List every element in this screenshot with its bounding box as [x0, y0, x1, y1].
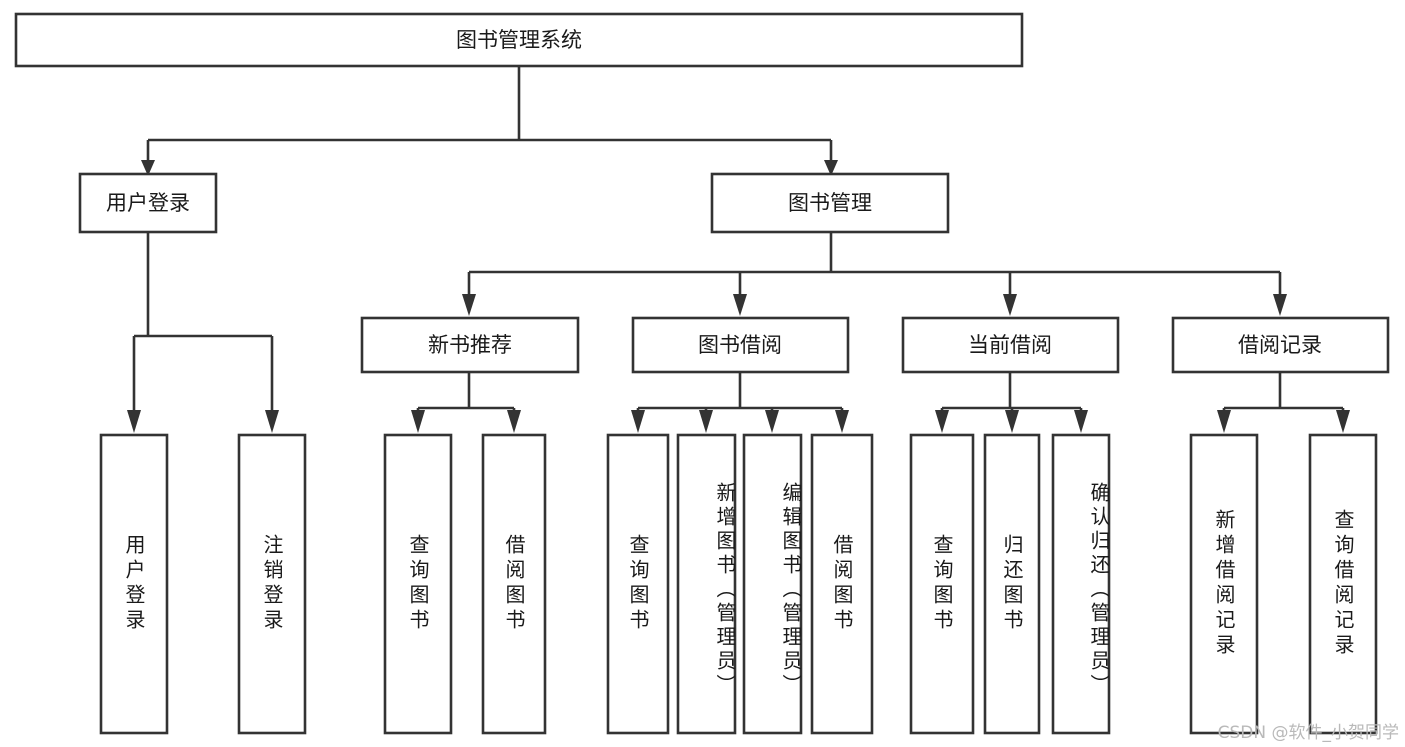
- arrow-new-book-recommend: [462, 294, 476, 316]
- node-leaf-logout-login[interactable]: 注销登录: [237, 433, 307, 735]
- node-leaf-query-book-3[interactable]: 查询图书: [909, 433, 975, 735]
- node-current-borrow-rect[interactable]: [901, 316, 1120, 374]
- arrow-leaf-borrow-book-2: [835, 410, 849, 433]
- node-new-book-recommend[interactable]: 新书推荐: [360, 316, 580, 374]
- node-current-borrow[interactable]: 当前借阅: [901, 316, 1120, 374]
- node-root[interactable]: 图书管理系统: [14, 12, 1024, 68]
- node-book-manage-label: 图书管理: [788, 191, 872, 215]
- arrow-leaf-user-login: [127, 410, 141, 433]
- arrow-user-login: [141, 160, 155, 176]
- node-root-rect[interactable]: [14, 12, 1024, 68]
- node-leaf-add-record[interactable]: 新增借阅记录: [1189, 433, 1259, 735]
- node-leaf-borrow-book-1-label: 借阅图书: [502, 534, 526, 634]
- node-leaf-query-record[interactable]: 查询借阅记录: [1308, 433, 1378, 735]
- node-leaf-query-book-1[interactable]: 查询图书: [383, 433, 453, 735]
- node-leaf-add-book-rect[interactable]: [676, 433, 737, 735]
- node-leaf-add-record-rect[interactable]: [1189, 433, 1259, 735]
- edges-group: [127, 66, 1350, 433]
- node-leaf-query-book-1-rect[interactable]: [383, 433, 453, 735]
- node-user-login-label: 用户登录: [106, 191, 190, 215]
- node-leaf-borrow-book-1-rect[interactable]: [481, 433, 547, 735]
- node-leaf-confirm-return-label: 确认归还（管理员）: [1087, 482, 1109, 698]
- node-user-login[interactable]: 用户登录: [78, 172, 218, 234]
- node-leaf-confirm-return-rect[interactable]: [1051, 433, 1111, 735]
- node-leaf-user-login-label: 用户登录: [122, 534, 146, 634]
- node-leaf-query-book-2[interactable]: 查询图书: [606, 433, 670, 735]
- node-leaf-edit-book-rect[interactable]: [742, 433, 803, 735]
- node-leaf-add-book-label: 新增图书（管理员）: [713, 482, 735, 698]
- arrow-leaf-confirm-return: [1074, 410, 1088, 433]
- node-user-login-rect[interactable]: [78, 172, 218, 234]
- arrow-leaf-borrow-book-1: [507, 410, 521, 433]
- node-book-borrow-label: 图书借阅: [698, 333, 782, 357]
- node-leaf-query-book-2-label: 查询图书: [626, 534, 650, 634]
- node-root-label: 图书管理系统: [456, 28, 582, 52]
- node-leaf-logout-login-label: 注销登录: [260, 534, 284, 634]
- node-leaf-add-record-label: 新增借阅记录: [1212, 509, 1236, 659]
- arrow-leaf-query-book-3: [935, 410, 949, 433]
- node-leaf-borrow-book-2-label: 借阅图书: [830, 534, 854, 634]
- node-leaf-borrow-book-2[interactable]: 借阅图书: [810, 433, 874, 735]
- arrow-book-borrow: [733, 294, 747, 316]
- node-leaf-query-record-rect[interactable]: [1308, 433, 1378, 735]
- node-book-manage-rect[interactable]: [710, 172, 950, 234]
- node-leaf-logout-login-rect[interactable]: [237, 433, 307, 735]
- node-leaf-edit-book-label: 编辑图书（管理员）: [779, 482, 801, 698]
- node-leaf-return-book[interactable]: 归还图书: [983, 433, 1041, 735]
- node-borrow-record-label: 借阅记录: [1238, 333, 1322, 357]
- arrow-current-borrow: [1003, 294, 1017, 316]
- node-leaf-user-login[interactable]: 用户登录: [99, 433, 169, 735]
- arrow-leaf-add-book: [699, 410, 713, 433]
- arrow-borrow-record: [1273, 294, 1287, 316]
- node-leaf-edit-book[interactable]: 编辑图书（管理员）: [742, 433, 803, 735]
- arrow-leaf-return-book: [1005, 410, 1019, 433]
- node-book-borrow[interactable]: 图书借阅: [631, 316, 850, 374]
- node-book-manage[interactable]: 图书管理: [710, 172, 950, 234]
- node-leaf-borrow-book-2-rect[interactable]: [810, 433, 874, 735]
- arrow-leaf-logout-login: [265, 410, 279, 433]
- node-leaf-query-book-3-rect[interactable]: [909, 433, 975, 735]
- node-new-book-recommend-label: 新书推荐: [428, 333, 512, 357]
- node-leaf-borrow-book-1[interactable]: 借阅图书: [481, 433, 547, 735]
- arrow-leaf-edit-book: [765, 410, 779, 433]
- arrow-book-manage: [824, 160, 838, 176]
- node-current-borrow-label: 当前借阅: [968, 333, 1052, 357]
- node-leaf-query-book-1-label: 查询图书: [406, 534, 430, 634]
- node-leaf-confirm-return[interactable]: 确认归还（管理员）: [1051, 433, 1111, 735]
- arrow-leaf-query-book-1: [411, 410, 425, 433]
- node-leaf-return-book-label: 归还图书: [1000, 534, 1024, 634]
- node-leaf-query-record-label: 查询借阅记录: [1331, 509, 1355, 659]
- node-leaf-user-login-rect[interactable]: [99, 433, 169, 735]
- node-book-borrow-rect[interactable]: [631, 316, 850, 374]
- arrow-leaf-query-record: [1336, 410, 1350, 433]
- node-leaf-query-book-2-rect[interactable]: [606, 433, 670, 735]
- node-borrow-record[interactable]: 借阅记录: [1171, 316, 1390, 374]
- node-leaf-add-book[interactable]: 新增图书（管理员）: [676, 433, 737, 735]
- arrow-leaf-query-book-2: [631, 410, 645, 433]
- node-borrow-record-rect[interactable]: [1171, 316, 1390, 374]
- node-leaf-query-book-3-label: 查询图书: [930, 534, 954, 634]
- node-leaf-return-book-rect[interactable]: [983, 433, 1041, 735]
- arrow-leaf-add-record: [1217, 410, 1231, 433]
- node-new-book-recommend-rect[interactable]: [360, 316, 580, 374]
